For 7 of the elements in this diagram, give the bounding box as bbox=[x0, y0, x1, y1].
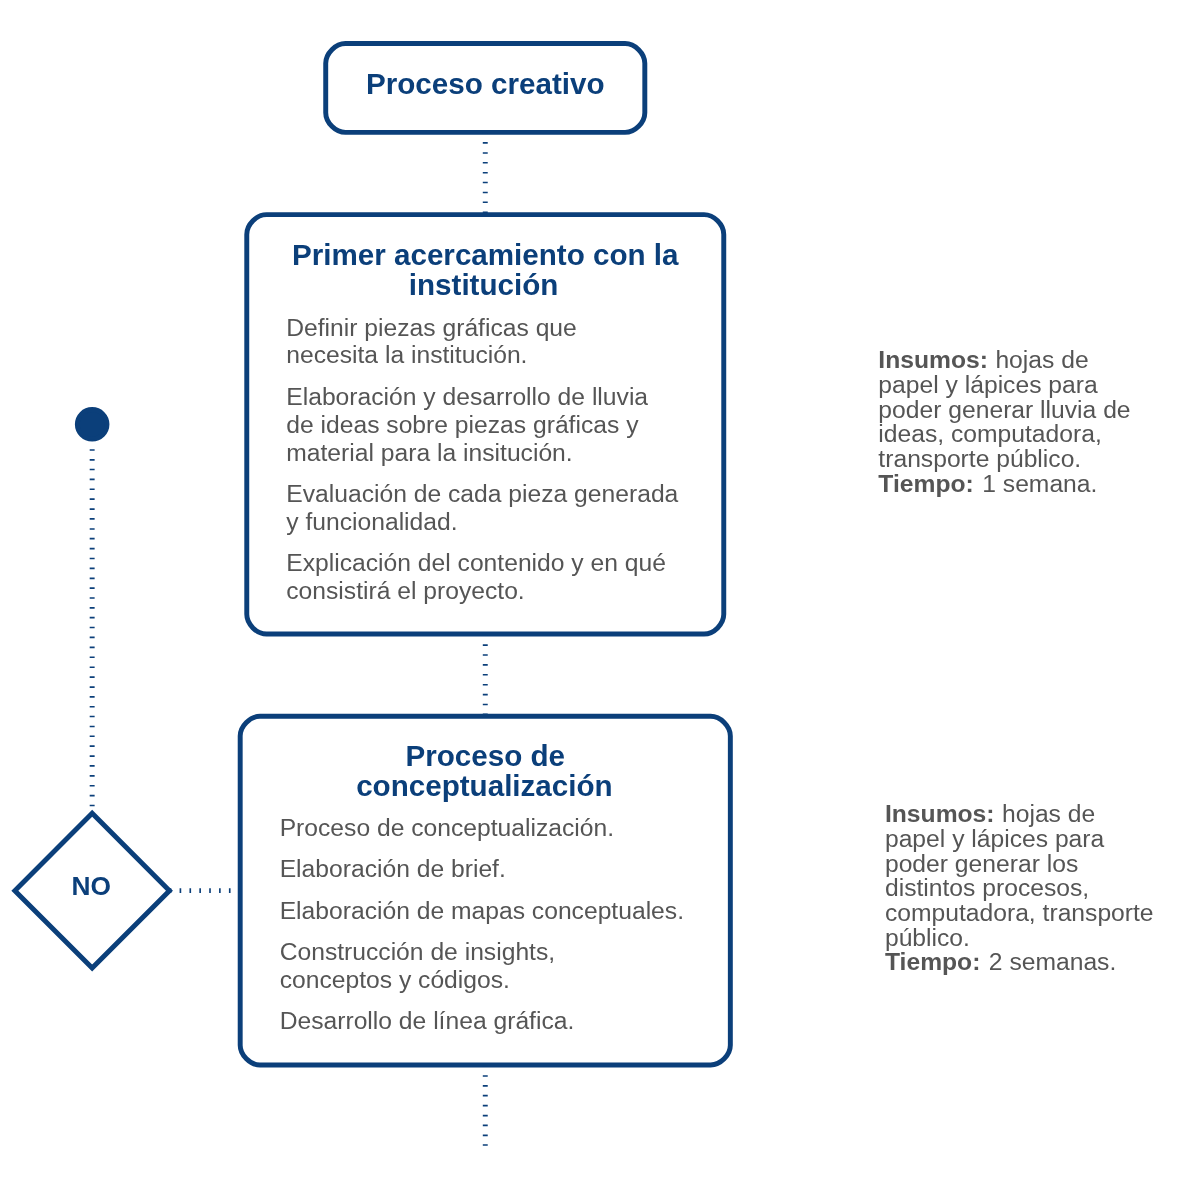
node-diamond: NO bbox=[11, 809, 173, 971]
node-box: Primer acercamiento con la institución Definir piezas gráficas que necesita la institución. Elaboración y desarrollo de lluvia de ideas sobre piezas gráficas y material para la insitución. Evaluación de cada pieza generada y funcionalidad. Explicación del contenido y en qué consistirá el proyecto. bbox=[244, 211, 727, 637]
node-box: Proceso creativo bbox=[323, 40, 648, 135]
node-box: Proceso de conceptualización Proceso de conceptualización. Elaboración de brief. Elaboración de mapas conceptuales. Construcción de insights, conceptos y códigos. Desarrollo de línea gráfica. bbox=[237, 713, 733, 1067]
node-label: Insumos: hojas de papel y lápices para poder generar los distintos procesos, computadora, transporte público. bbox=[884, 799, 1154, 951]
node-circle bbox=[74, 406, 110, 442]
node-label: Insumos: hojas de papel y lápices para poder generar lluvia de ideas, computadora, transporte público. bbox=[878, 345, 1131, 472]
